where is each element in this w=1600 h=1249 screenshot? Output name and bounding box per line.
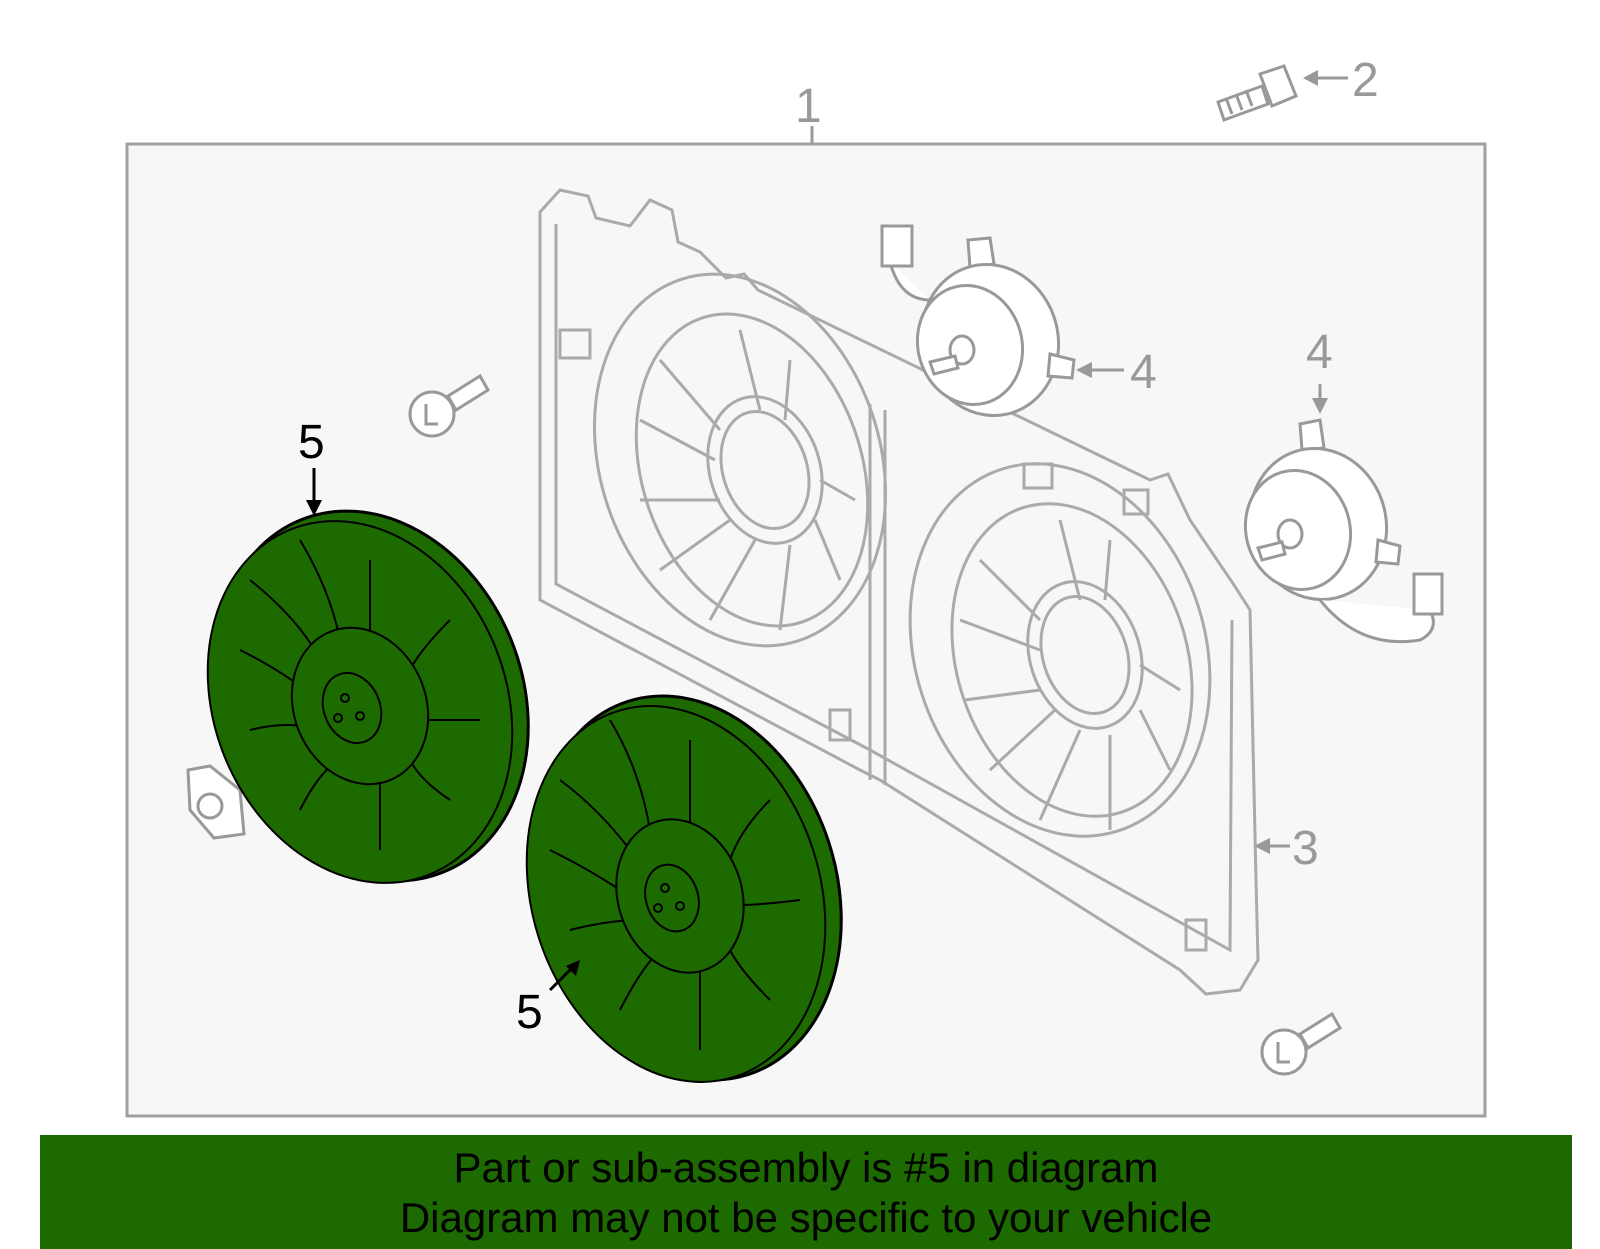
callout-3: 3	[1292, 822, 1319, 875]
fan-blade-highlighted	[525, 694, 843, 1083]
screw-icon	[1260, 1011, 1343, 1076]
screw-icon	[408, 373, 491, 438]
bolt-icon	[1216, 64, 1298, 122]
fan-motor-icon	[1243, 418, 1444, 644]
callout-4-right: 4	[1306, 326, 1333, 379]
callout-1: 1	[795, 80, 822, 133]
part-info-line-2: Diagram may not be specific to your vehi…	[399, 1194, 1213, 1241]
fan-motor-icon	[880, 224, 1076, 417]
fan-shroud	[538, 188, 1260, 996]
callout-4-upper: 4	[1130, 346, 1157, 399]
fan-blade-highlighted	[206, 509, 530, 884]
callout-5-center: 5	[516, 986, 543, 1039]
part-info-line-1: Part or sub-assembly is #5 in diagram	[453, 1144, 1159, 1191]
callout-2: 2	[1352, 54, 1379, 107]
callout-5-left: 5	[298, 416, 325, 469]
part-info-banner: Part or sub-assembly is #5 in diagram Di…	[40, 1135, 1572, 1249]
clip-nut-icon	[186, 764, 246, 840]
